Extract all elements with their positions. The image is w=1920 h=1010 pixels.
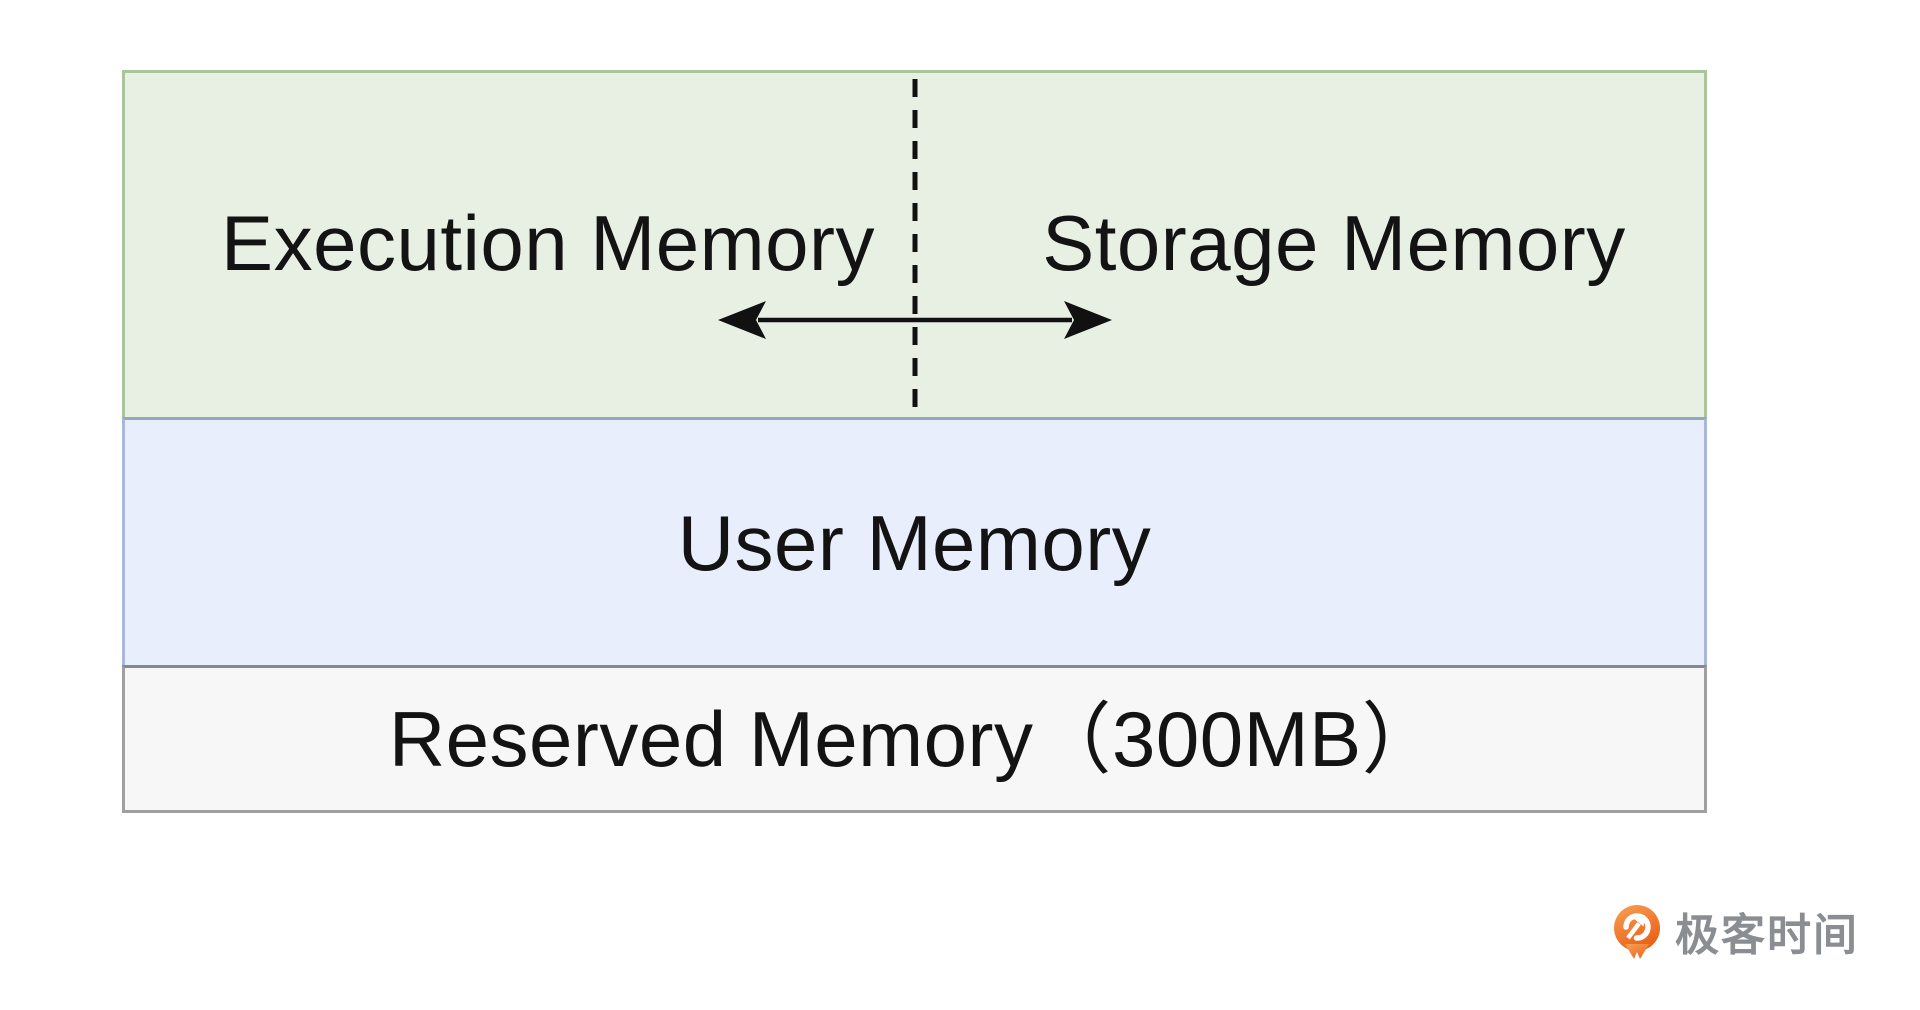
- unified-memory-region: Execution Memory Storage Memory: [122, 70, 1707, 417]
- geektime-logo-icon: [1614, 905, 1660, 968]
- geektime-logo: 极客时间: [1612, 903, 1859, 969]
- bidirectional-arrow-icon: [718, 301, 1112, 339]
- storage-memory-label: Storage Memory: [1042, 199, 1626, 287]
- execution-memory-label: Execution Memory: [221, 199, 875, 287]
- unified-region-overlay: [718, 79, 1112, 417]
- reserved-memory-region: Reserved Memory（300MB）: [122, 665, 1707, 813]
- user-memory-region: User Memory: [122, 417, 1707, 665]
- reserved-memory-label: Reserved Memory（300MB）: [388, 695, 1441, 783]
- geektime-logo-text: 极客时间: [1675, 911, 1859, 960]
- arrowhead-right: [1064, 301, 1112, 339]
- arrowhead-left: [718, 301, 766, 339]
- user-memory-label: User Memory: [677, 498, 1152, 587]
